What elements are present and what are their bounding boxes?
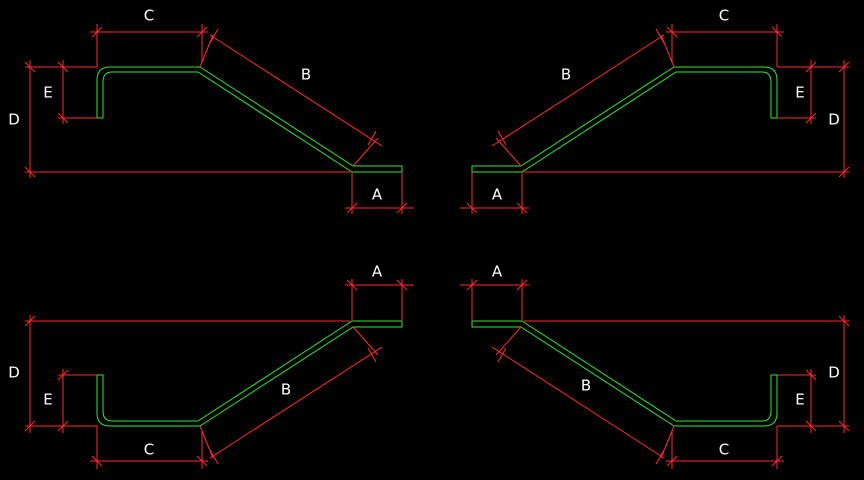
label-b: B	[561, 66, 571, 84]
label-a: A	[492, 186, 503, 204]
label-e: E	[43, 391, 52, 409]
label-c: C	[144, 441, 154, 459]
label-b: B	[581, 377, 591, 395]
bar-outline	[471, 66, 778, 173]
label-e: E	[795, 84, 804, 102]
labels-bottom-left: D E C B A	[8, 263, 383, 459]
label-b: B	[281, 381, 291, 399]
labels-bottom-right: D E C B A	[492, 263, 840, 459]
label-d: D	[828, 364, 840, 382]
label-c: C	[144, 7, 154, 25]
label-d: D	[8, 111, 20, 129]
label-b: B	[301, 66, 311, 84]
label-c: C	[719, 441, 729, 459]
label-d: D	[828, 111, 840, 129]
label-a: A	[372, 263, 383, 281]
label-a: A	[492, 263, 503, 281]
label-a: A	[372, 186, 383, 204]
label-c: C	[719, 7, 729, 25]
bar-outline	[96, 66, 403, 173]
label-e: E	[795, 391, 804, 409]
bar-shape-bottom-right	[460, 279, 850, 469]
label-e: E	[43, 84, 52, 102]
bar-shape-top-right	[460, 24, 850, 214]
label-d: D	[8, 364, 20, 382]
labels-top-right: D E C B A	[492, 7, 840, 204]
bar-outline	[471, 320, 778, 427]
bar-outline	[96, 320, 403, 427]
bar-shape-bottom-left	[24, 279, 414, 469]
bar-shape-top-left: D E C B A	[8, 7, 414, 214]
